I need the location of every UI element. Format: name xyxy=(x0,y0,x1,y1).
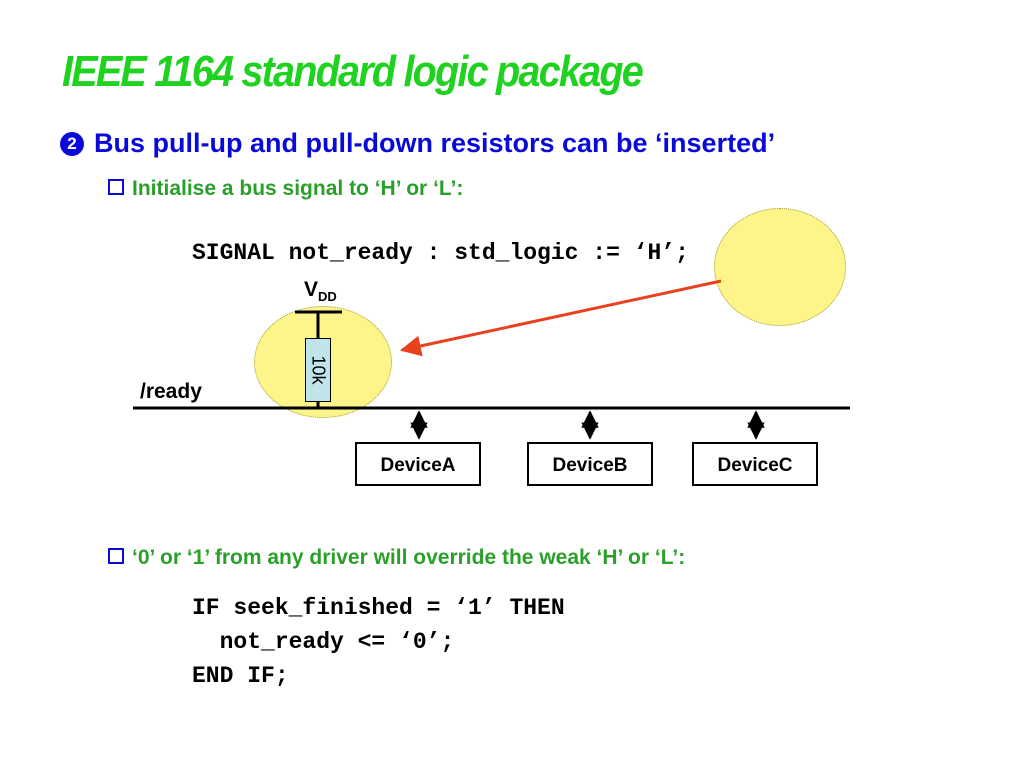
highlight-initial-value xyxy=(714,208,846,326)
code-if-block: IF seek_finished = ‘1’ THEN not_ready <=… xyxy=(192,595,565,689)
checkbox-bullet-icon xyxy=(108,179,124,195)
pointer-arrow xyxy=(399,279,722,357)
checkbox-bullet-icon xyxy=(108,548,124,564)
sub-bullet-override: ‘0’ or ‘1’ from any driver will override… xyxy=(108,546,685,570)
vdd-label-subscript: DD xyxy=(318,289,337,305)
main-bullet: 2 Bus pull-up and pull-down resistors can… xyxy=(60,128,775,159)
sub-bullet-override-text: ‘0’ or ‘1’ from any driver will override… xyxy=(132,546,686,569)
sub-bullet-initialise: Initialise a bus signal to ‘H’ or ‘L’: xyxy=(108,177,463,201)
vdd-label-main: V xyxy=(304,278,319,301)
pull-up-resistor: 10k xyxy=(305,338,331,402)
device-b-box: DeviceB xyxy=(527,442,653,486)
slide-title: IEEE 1164 standard logic package xyxy=(62,47,644,96)
device-a-box: DeviceA xyxy=(355,442,481,486)
device-c-box: DeviceC xyxy=(692,442,818,486)
vdd-label: VDD xyxy=(304,278,337,304)
bus-label: /ready xyxy=(140,380,202,403)
resistor-value: 10k xyxy=(308,355,329,385)
main-bullet-text: Bus pull-up and pull-down resistors can … xyxy=(94,128,776,158)
numbered-bullet-icon: 2 xyxy=(60,132,84,156)
code-signal-declaration: SIGNAL not_ready : std_logic := ‘H’; xyxy=(192,240,689,266)
sub-bullet-initialise-text: Initialise a bus signal to ‘H’ or ‘L’: xyxy=(132,177,464,200)
